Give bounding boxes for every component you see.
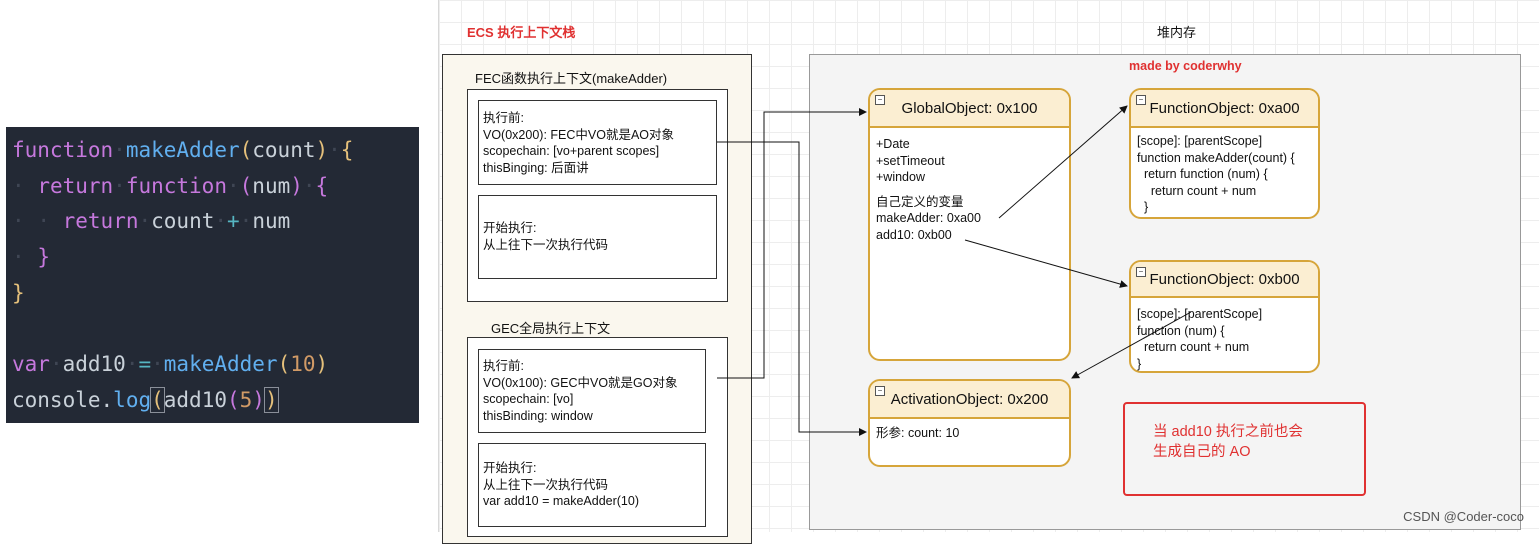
fec-before-line: thisBinging: 后面讲 — [483, 160, 589, 175]
code-line-7: var·add10·=·makeAdder(10) — [12, 352, 329, 377]
function-object-b00-line: function (num) { — [1137, 323, 1225, 338]
global-object-line: +setTimeout — [876, 153, 945, 168]
gec-before-line: thisBinding: window — [483, 408, 593, 423]
function-object-a00: FunctionObject: 0xa00 [scope]: [parentSc… — [1129, 88, 1320, 219]
fec-before-box: 执行前: VO(0x200): FEC中VO就是AO对象 scopechain: [… — [478, 100, 717, 185]
note-text: 当 add10 执行之前也会 生成自己的 AO — [1153, 424, 1303, 460]
collapse-icon[interactable]: − — [875, 386, 885, 396]
fec-start-box: 开始执行: 从上往下一次执行代码 — [478, 195, 717, 279]
global-object-title: GlobalObject: 0x100 — [870, 90, 1069, 128]
gec-title: GEC全局执行上下文 — [491, 321, 611, 336]
code-line-4: · } — [12, 245, 50, 270]
gec-start-line: var add10 = makeAdder(10) — [483, 494, 639, 508]
function-object-a00-line: [scope]: [parentScope] — [1137, 134, 1263, 148]
collapse-icon[interactable]: − — [875, 95, 885, 105]
heap-title: 堆内存 — [1157, 25, 1197, 40]
function-object-b00-line: } — [1137, 356, 1142, 371]
code-line-2: · return·function·(num)·{ — [12, 173, 329, 198]
makeadder-to-fo-a00-arrow — [998, 105, 1128, 219]
fec-before-line: VO(0x200): FEC中VO就是AO对象 — [483, 127, 675, 142]
code-line-8: console.log(add10(5)) — [12, 386, 279, 413]
gec-start-label: 开始执行: — [483, 461, 537, 475]
gec-before-line: scopechain: [vo] — [483, 392, 574, 406]
gec-before-label: 执行前: — [483, 359, 524, 373]
gec-vo-to-global-arrow — [717, 108, 867, 379]
made-by-label: made by coderwhy — [1129, 59, 1242, 73]
fec-start-label: 开始执行: — [483, 221, 537, 235]
code-editor: function·makeAdder(count)·{ · return·fun… — [6, 127, 419, 423]
code-line-3: · · return·count·+·num — [12, 209, 291, 234]
code-line-1: function·makeAdder(count)·{ — [12, 138, 354, 162]
function-object-a00-line: return function (num) { — [1137, 167, 1268, 181]
function-object-a00-line: } — [1137, 200, 1149, 214]
collapse-icon[interactable]: − — [1136, 267, 1146, 277]
collapse-icon[interactable]: − — [1136, 95, 1146, 105]
function-object-b00-title: FunctionObject: 0xb00 — [1131, 262, 1318, 298]
function-object-b00: FunctionObject: 0xb00 [scope]: [parentSc… — [1129, 260, 1320, 373]
global-object-line: +window — [876, 170, 925, 184]
ecs-title: ECS 执行上下文栈 — [467, 25, 576, 40]
function-object-b00-line: [scope]: [parentScope] — [1137, 307, 1263, 321]
gec-before-box: 执行前: VO(0x100): GEC中VO就是GO对象 scopechain: [… — [478, 349, 706, 433]
global-object-line: 自己定义的变量 — [876, 194, 964, 209]
gec-start-line: 从上往下一次执行代码 — [483, 477, 609, 492]
global-object-line: add10: 0xb00 — [876, 227, 952, 242]
gec-start-box: 开始执行: 从上往下一次执行代码 var add10 = makeAdder(10) — [478, 443, 706, 527]
connectors — [717, 105, 1192, 436]
fec-before-label: 执行前: — [483, 111, 524, 125]
activation-object-title: ActivationObject: 0x200 — [870, 381, 1069, 419]
function-object-a00-line: } — [1137, 216, 1318, 218]
add10-to-fo-b00-arrow — [964, 239, 1128, 288]
note-box: 当 add10 执行之前也会 生成自己的 AO — [1123, 402, 1366, 496]
global-object: GlobalObject: 0x100 +Date +setTimeout +win… — [868, 88, 1071, 361]
activation-object-line: 形参: count: 10 — [876, 426, 960, 440]
function-object-a00-line: function makeAdder(count) { — [1137, 150, 1295, 165]
fec-start-line: 从上往下一次执行代码 — [483, 237, 609, 252]
code-line-blank — [12, 311, 419, 347]
function-object-a00-line: return count + num — [1137, 183, 1257, 198]
global-object-line: makeAdder: 0xa00 — [876, 211, 981, 225]
fec-before-line: scopechain: [vo+parent scopes] — [483, 144, 660, 158]
watermark: CSDN @Coder-coco — [1403, 509, 1524, 524]
global-object-line: +Date — [876, 137, 910, 151]
diagram-canvas: ECS 执行上下文栈 堆内存 FEC函数执行上下文(makeAdder) 执行前… — [438, 0, 1539, 544]
gec-before-line: VO(0x100): GEC中VO就是GO对象 — [483, 375, 678, 390]
function-object-b00-line: return count + num — [1137, 340, 1250, 354]
code-line-5: } — [12, 280, 25, 305]
function-object-a00-title: FunctionObject: 0xa00 — [1131, 90, 1318, 128]
activation-object: ActivationObject: 0x200 形参: count: 10 − — [868, 379, 1071, 467]
fec-title: FEC函数执行上下文(makeAdder) — [475, 71, 668, 86]
fo-b00-scope-to-ao-arrow — [1071, 311, 1192, 379]
fec-vo-to-ao-arrow — [717, 141, 867, 436]
